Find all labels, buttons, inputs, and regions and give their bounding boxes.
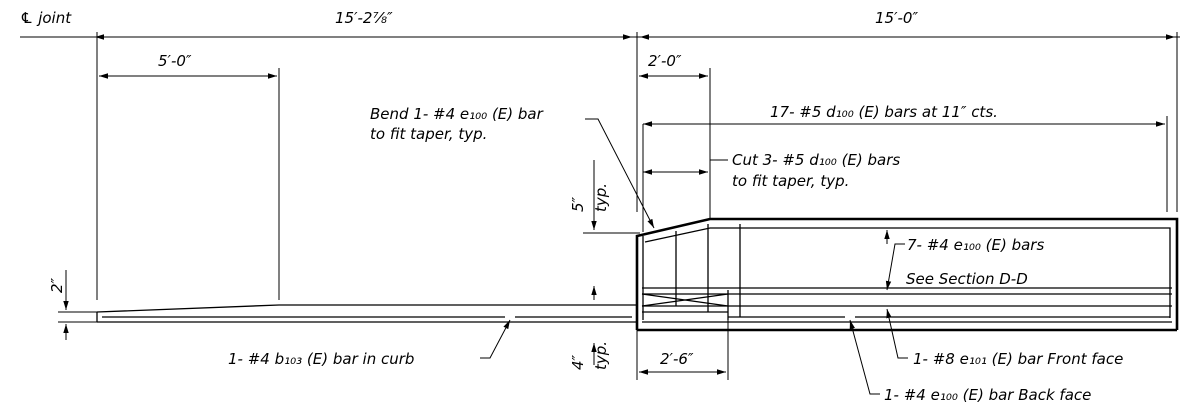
bottom-dimension: 2′-6″	[636, 320, 729, 380]
bend-note: Bend 1- #4 e₁₀₀ (E) bar to fit taper, ty…	[370, 105, 655, 229]
two-ft-label: 2′-0″	[648, 52, 682, 70]
cl-joint-label: ℄ joint	[20, 9, 72, 27]
two-ft-six-label: 2′-6″	[660, 350, 694, 368]
four-in-label: 4″	[569, 354, 587, 370]
top-dimensions	[20, 32, 1180, 300]
five-in-label: 5″	[569, 196, 587, 212]
four-in-typ: typ.	[592, 341, 610, 370]
cut-note-line2: to fit taper, typ.	[732, 172, 849, 190]
e100-back-note: 1- #4 e₁₀₀ (E) bar Back face	[884, 386, 1091, 404]
e100-leader-group	[884, 230, 905, 291]
bent-e100-bar	[644, 227, 1171, 318]
d100-bars-label: 17- #5 d₁₀₀ (E) bars at 11″ cts.	[770, 103, 998, 121]
e100-section-line1: 7- #4 e₁₀₀ (E) bars	[907, 236, 1044, 254]
cut-note-line1: Cut 3- #5 d₁₀₀ (E) bars	[732, 151, 900, 169]
right-span-label: 15′-0″	[875, 9, 918, 27]
b103-note: 1- #4 b₁₀₃ (E) bar in curb	[228, 350, 414, 368]
taper-length-label: 5′-0″	[158, 52, 192, 70]
bend-note-line2: to fit taper, typ.	[370, 125, 487, 143]
taper-diagonal-bar2	[641, 293, 729, 307]
b103-leader	[480, 319, 511, 359]
e101-front-note: 1- #8 e₁₀₁ (E) bar Front face	[913, 350, 1123, 368]
bottom-notes: 1- #4 b₁₀₃ (E) bar in curb 7- #4 e₁₀₀ (E…	[228, 236, 1123, 404]
curb-outline	[96, 217, 1179, 332]
wing-taper-top	[96, 304, 637, 313]
main-section-outline	[635, 217, 1179, 330]
bend-note-line1: Bend 1- #4 e₁₀₀ (E) bar	[370, 105, 544, 123]
e100-section-line2: See Section D-D	[906, 270, 1028, 288]
top-dimension-text: ℄ joint 15′-2⅞″ 15′-0″ 5′-0″ 2′-0″ 17- #…	[20, 9, 998, 121]
bend-leader	[585, 118, 655, 229]
left-span-label: 15′-2⅞″	[335, 9, 393, 27]
e100-back-leader	[849, 319, 880, 395]
rebar	[102, 224, 1172, 323]
e101-leader	[886, 308, 908, 359]
cut-note: Cut 3- #5 d₁₀₀ (E) bars to fit taper, ty…	[709, 151, 900, 190]
two-in-label: 2″	[48, 277, 66, 293]
five-in-typ: typ.	[592, 183, 610, 212]
vertical-dimensions: 5″ typ. 4″ typ. 2″	[48, 160, 640, 370]
e100-bars-leader	[885, 243, 905, 291]
cut-leader	[709, 159, 728, 172]
